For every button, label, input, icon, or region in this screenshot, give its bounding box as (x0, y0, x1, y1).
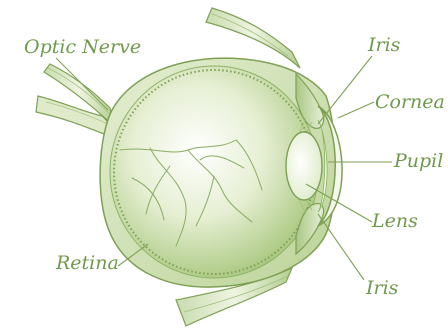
optic-nerve-bundle (36, 64, 114, 136)
label-iris-bottom: Iris (366, 279, 398, 298)
label-retina: Retina (56, 254, 119, 273)
label-pupil: Pupil (394, 152, 443, 171)
label-lens: Lens (372, 212, 418, 231)
label-iris-top: Iris (368, 36, 400, 55)
label-cornea: Cornea (375, 93, 445, 112)
label-optic-nerve: Optic Nerve (24, 38, 141, 57)
